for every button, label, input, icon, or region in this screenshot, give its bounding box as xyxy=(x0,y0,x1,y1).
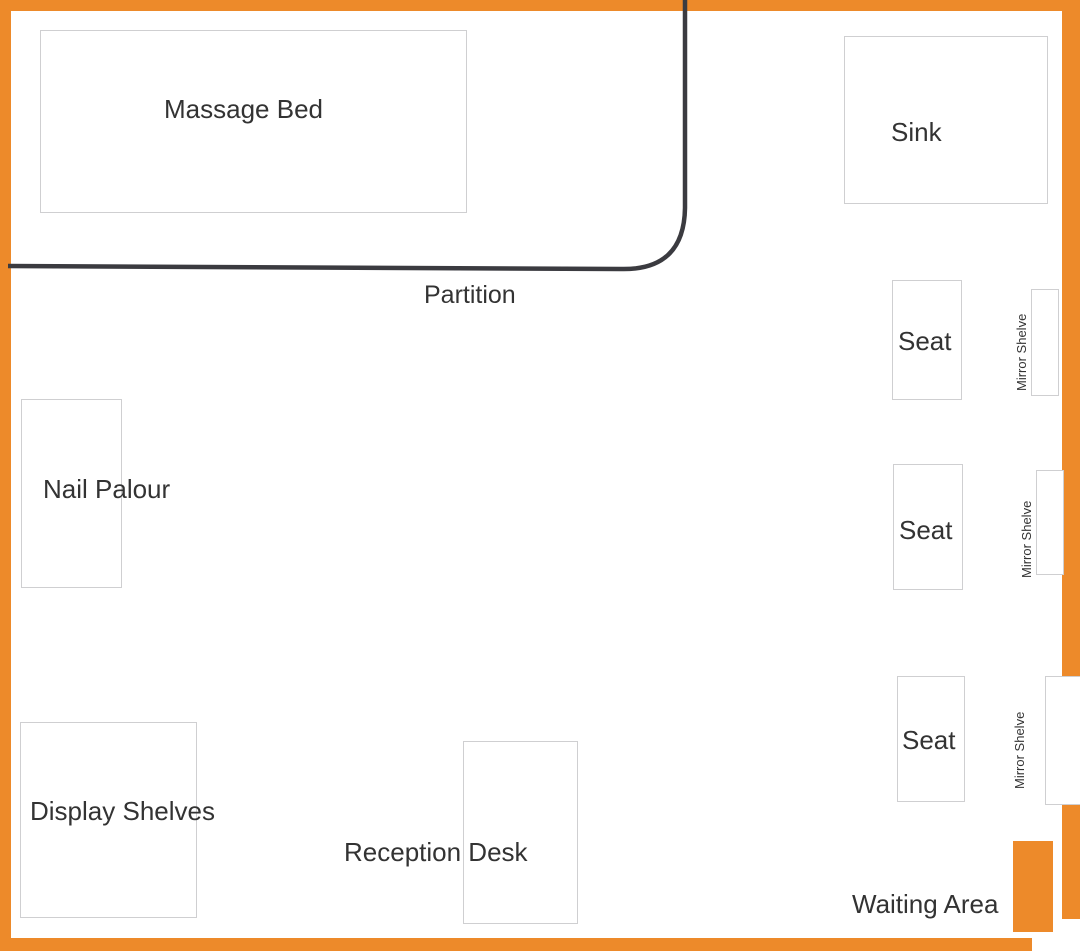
seat-box-3[interactable] xyxy=(897,676,965,802)
reception-desk-box[interactable] xyxy=(463,741,578,924)
seat-label-1: Seat xyxy=(898,326,952,356)
display-shelves-label: Display Shelves xyxy=(30,796,215,826)
mirror-shelve-box-2[interactable] xyxy=(1036,470,1064,575)
mirror-shelve-label-1: Mirror Shelve xyxy=(1014,313,1029,391)
wall-bottom xyxy=(0,938,1032,951)
nail-palour-label: Nail Palour xyxy=(43,474,171,504)
seat-box-2[interactable] xyxy=(893,464,963,590)
sink-label: Sink xyxy=(891,117,942,147)
sink-box[interactable] xyxy=(844,36,1048,204)
waiting-area-seating-block[interactable] xyxy=(1013,841,1053,932)
mirror-shelve-box-3[interactable] xyxy=(1045,676,1080,805)
partition-label: Partition xyxy=(424,281,516,309)
mirror-shelve-box-1[interactable] xyxy=(1031,289,1059,396)
nail-palour-box[interactable] xyxy=(21,399,122,588)
waiting-area-label: Waiting Area xyxy=(852,889,999,919)
mirror-shelve-label-2: Mirror Shelve xyxy=(1019,500,1034,578)
massage-bed-label: Massage Bed xyxy=(164,94,323,124)
mirror-shelve-label-3: Mirror Shelve xyxy=(1012,711,1027,789)
wall-left xyxy=(0,0,11,943)
seat-box-1[interactable] xyxy=(892,280,962,400)
display-shelves-box[interactable] xyxy=(20,722,197,918)
wall-top xyxy=(0,0,1080,11)
reception-desk-label: Reception Desk xyxy=(344,837,528,867)
seat-label-2: Seat xyxy=(899,515,953,545)
seat-label-3: Seat xyxy=(902,725,956,755)
